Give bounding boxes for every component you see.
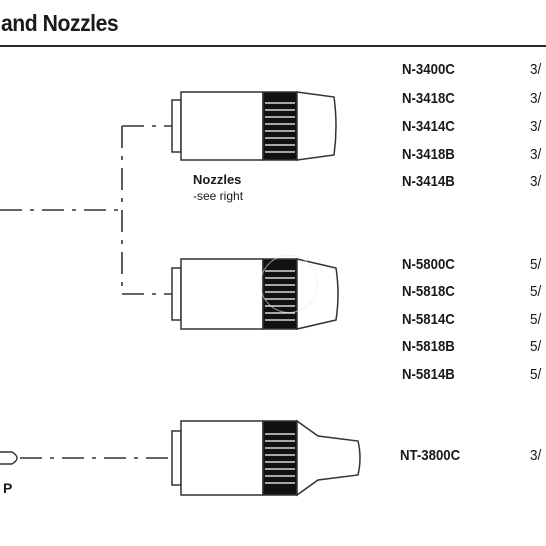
part-number: N-3418B <box>402 146 455 163</box>
part-number: N-5818B <box>402 338 455 355</box>
plug-icon <box>0 451 18 465</box>
part-size: 3/ <box>530 61 542 78</box>
part-number: N-5800C <box>402 256 455 273</box>
part-size: 3/ <box>530 118 542 135</box>
part-number: N-5814C <box>402 311 455 328</box>
section-title: and Nozzles <box>1 10 119 36</box>
part-size: 3/ <box>530 90 542 107</box>
part-size: 5/ <box>530 256 542 273</box>
part-number: N-5814B <box>402 366 455 383</box>
callout-see-right: -see right <box>193 189 244 203</box>
title-rule <box>0 45 546 47</box>
part-size: 5/ <box>530 366 542 383</box>
callout-nozzles: Nozzles <box>193 172 242 187</box>
part-size: 3/ <box>530 447 542 464</box>
nozzle-bottom-icon <box>171 419 361 497</box>
part-number: N-3400C <box>402 61 455 78</box>
part-number: NT-3800C <box>400 447 461 464</box>
watermark-circle <box>260 255 318 313</box>
part-size: 3/ <box>530 146 542 163</box>
part-size: 3/ <box>530 173 542 190</box>
left-letter: P <box>3 480 13 496</box>
part-size: 5/ <box>530 338 542 355</box>
part-size: 5/ <box>530 283 542 300</box>
part-number: N-3414C <box>402 118 455 135</box>
part-number: N-3418C <box>402 90 455 107</box>
part-number: N-5818C <box>402 283 455 300</box>
nozzle-top-icon <box>171 91 337 161</box>
part-number: N-3414B <box>402 173 455 190</box>
part-size: 5/ <box>530 311 542 328</box>
